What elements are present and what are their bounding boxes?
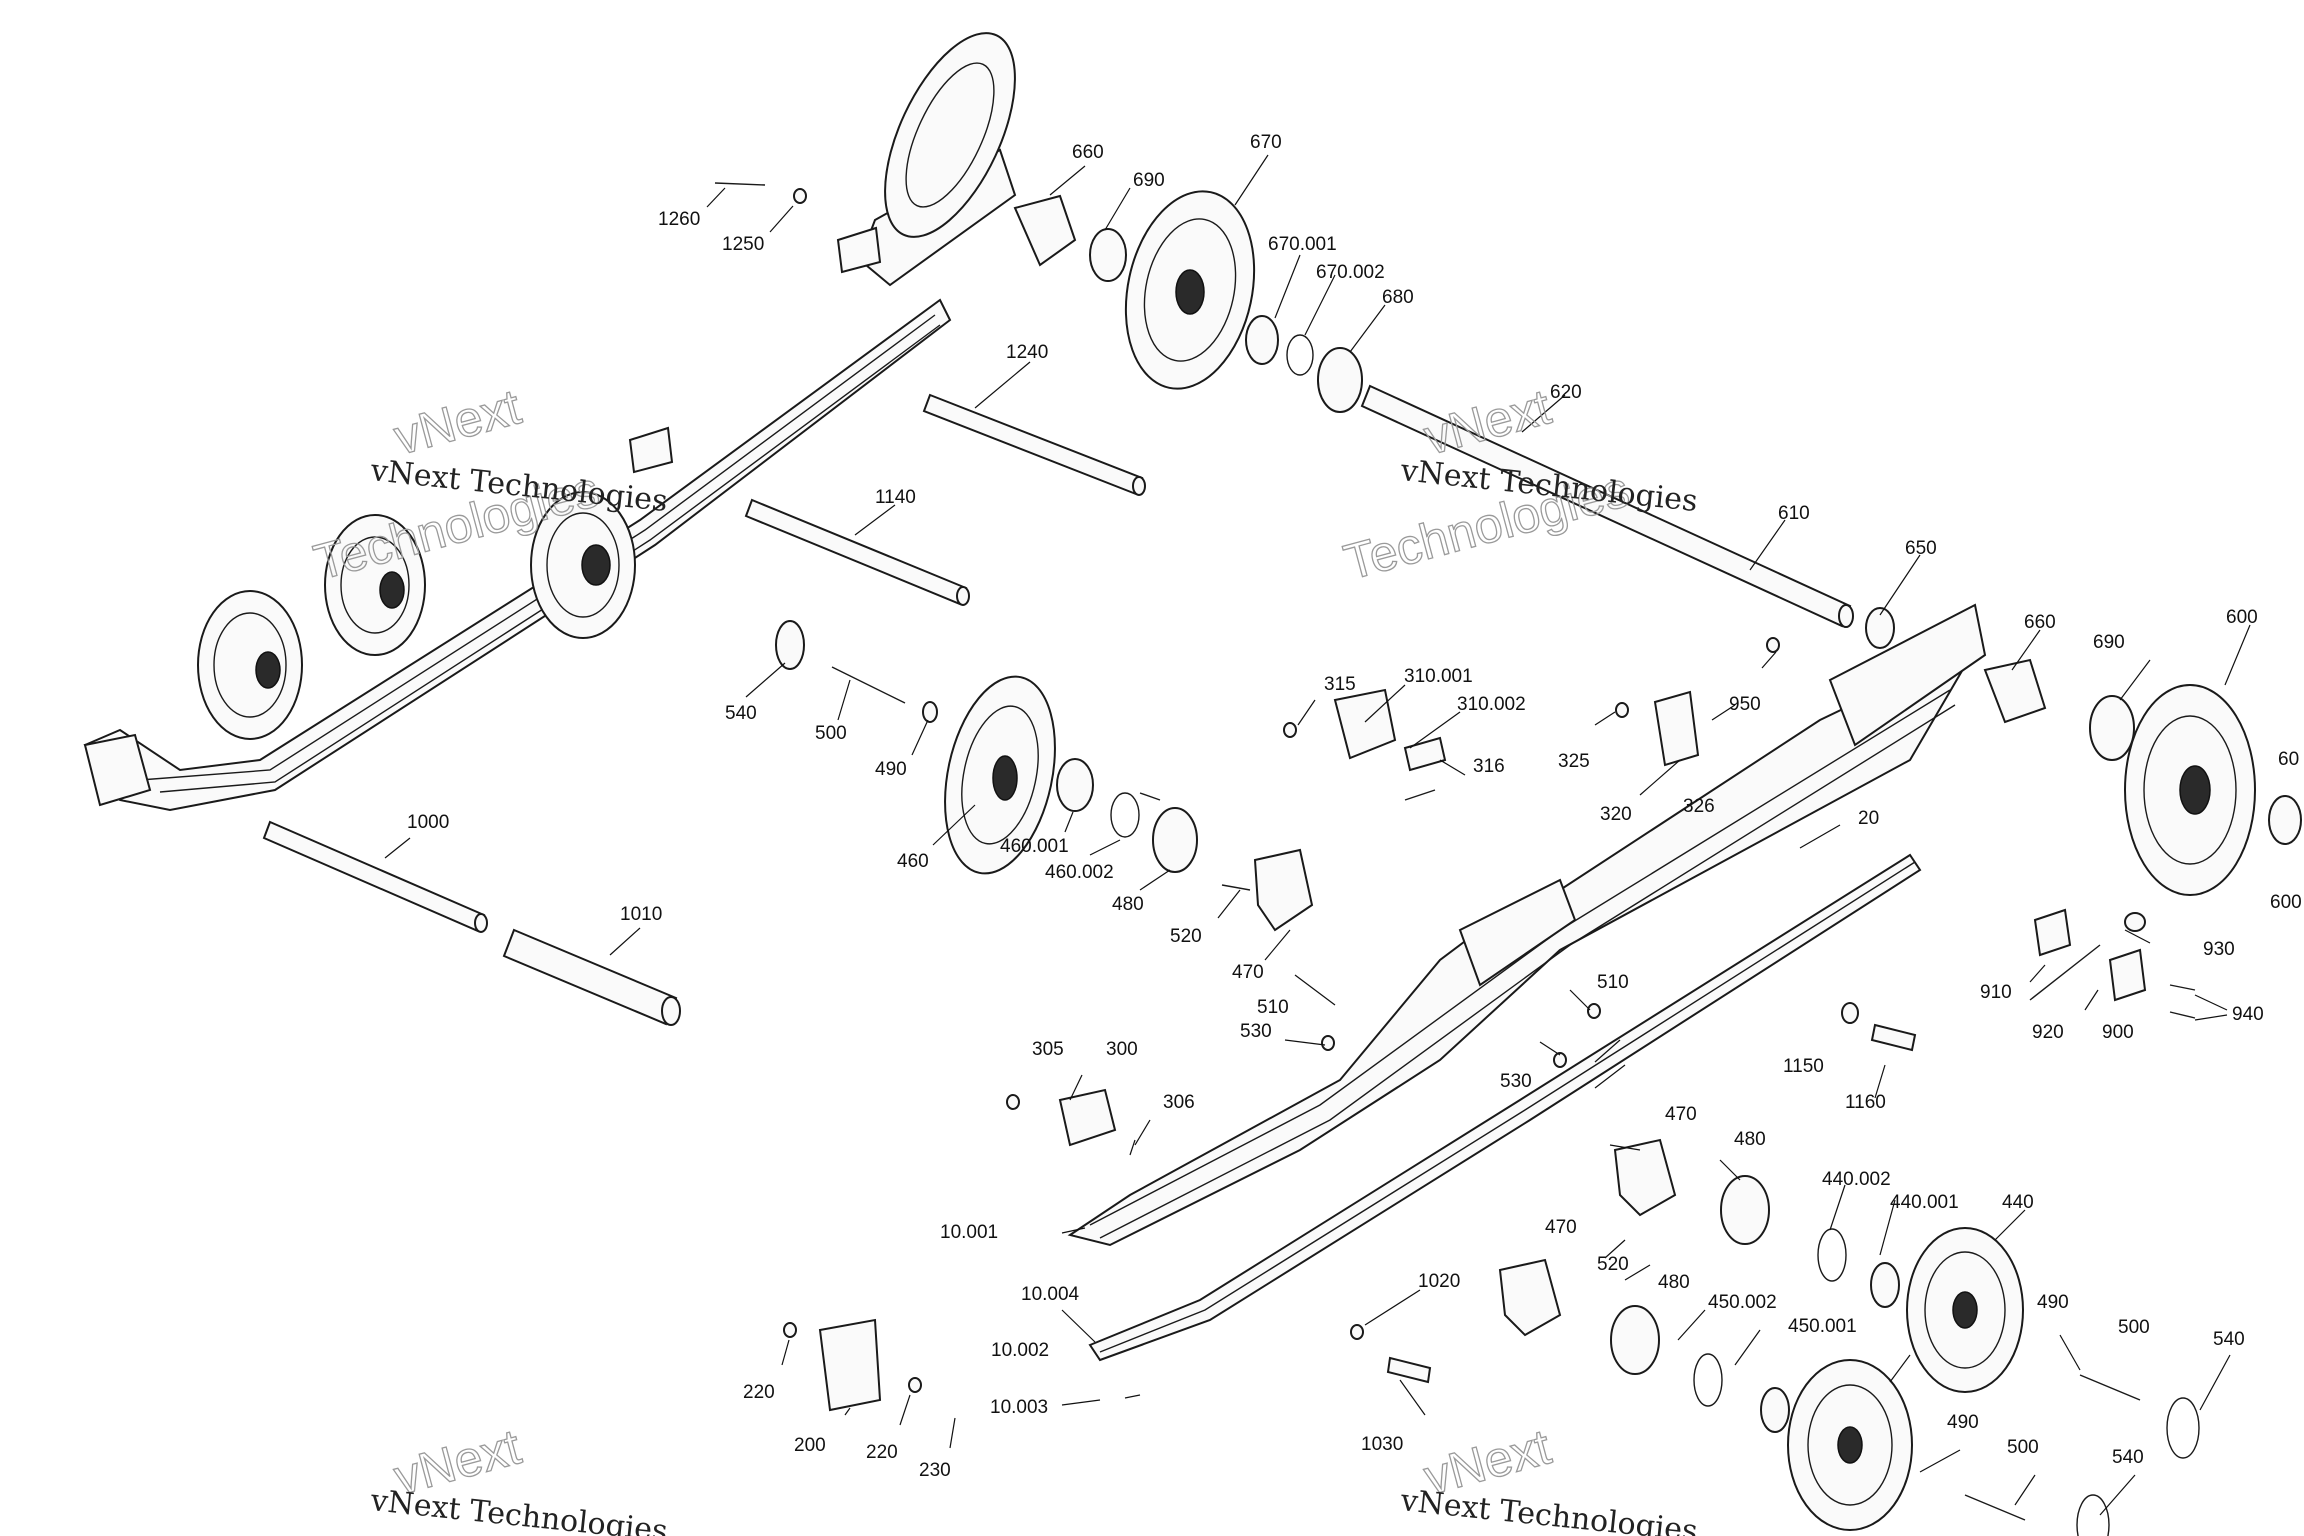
idler-wheels-lower: [1498, 1138, 2200, 1536]
leader-lines: [384, 154, 2251, 1516]
callout-690: 690: [2093, 632, 2125, 653]
callout-490: 490: [2037, 1292, 2069, 1313]
callout-320: 320: [1600, 804, 1632, 825]
callout-1150: 1150: [1783, 1056, 1824, 1077]
callout-220: 220: [743, 1382, 775, 1403]
right-rail-assembly: [1067, 603, 1987, 1247]
callout-306: 306: [1163, 1092, 1195, 1113]
callout-660: 660: [2024, 612, 2056, 633]
callout-220: 220: [866, 1442, 898, 1463]
callout-230: 230: [919, 1460, 951, 1481]
callout-440-002: 440.002: [1822, 1169, 1891, 1190]
callout-610: 610: [1778, 503, 1810, 524]
callout-900: 900: [2102, 1022, 2134, 1043]
callout-620: 620: [1550, 382, 1582, 403]
callout-315: 315: [1324, 674, 1356, 695]
callout-660: 660: [1072, 142, 1104, 163]
watermark-text: vNext Technologies: [1398, 1483, 1699, 1536]
idler-wheel-460: [775, 620, 1314, 932]
callout-10-003: 10.003: [990, 1397, 1048, 1418]
callout-600: 600: [2270, 892, 2302, 913]
callout-510: 510: [1257, 997, 1289, 1018]
callout-325: 325: [1558, 751, 1590, 772]
callout-1010: 1010: [620, 904, 662, 925]
callout-950: 950: [1729, 694, 1761, 715]
callout-1020: 1020: [1418, 1271, 1460, 1292]
callout-540: 540: [2112, 1447, 2144, 1468]
callout-305: 305: [1032, 1039, 1064, 1060]
callout-1140: 1140: [875, 487, 916, 508]
callout-10-001: 10.001: [940, 1222, 998, 1243]
callout-460-001: 460.001: [1000, 836, 1069, 857]
callout-690: 690: [1133, 170, 1165, 191]
callout-310-002: 310.002: [1457, 694, 1526, 715]
callout-910: 910: [1980, 982, 2012, 1003]
callout-470: 470: [1545, 1217, 1577, 1238]
callout-540: 540: [2213, 1329, 2245, 1350]
callout-1000: 1000: [407, 812, 449, 833]
callout-600: 600: [2226, 607, 2258, 628]
callout-480: 480: [1658, 1272, 1690, 1293]
watermark-text: vNext Technologies: [368, 1483, 669, 1536]
callout-labels: 1260 1250 660 690 670 670.001 670.002 68…: [407, 132, 2302, 1481]
callout-1250: 1250: [722, 234, 764, 255]
callout-10-004: 10.004: [1021, 1284, 1080, 1305]
callout-1240: 1240: [1006, 342, 1048, 363]
callout-1030: 1030: [1361, 1434, 1403, 1455]
callout-520: 520: [1597, 1254, 1629, 1275]
callout-920: 920: [2032, 1022, 2064, 1043]
callout-650: 650: [1905, 538, 1937, 559]
callout-670-001: 670.001: [1268, 234, 1337, 255]
callout-450-001: 450.001: [1788, 1316, 1857, 1337]
callout-940: 940: [2232, 1004, 2264, 1025]
callout-480: 480: [1734, 1129, 1766, 1150]
callout-1160: 1160: [1845, 1092, 1886, 1113]
callout-540: 540: [725, 703, 757, 724]
callout-490: 490: [875, 759, 907, 780]
idler-wheel-600: [1865, 607, 2302, 896]
callout-670: 670: [1250, 132, 1282, 153]
shafts: [262, 384, 1854, 1026]
callout-500: 500: [2007, 1437, 2039, 1458]
callout-530: 530: [1240, 1021, 1272, 1042]
callout-10-002: 10.002: [991, 1340, 1049, 1361]
slide-rail: [1088, 853, 1922, 1362]
callout-60: 60: [2278, 749, 2299, 770]
callout-490: 490: [1947, 1412, 1979, 1433]
callout-316: 316: [1473, 756, 1505, 777]
callout-440: 440: [2002, 1192, 2034, 1213]
callout-460-002: 460.002: [1045, 862, 1114, 883]
callout-310-001: 310.001: [1404, 666, 1473, 687]
callout-480: 480: [1112, 894, 1144, 915]
callout-520: 520: [1170, 926, 1202, 947]
callout-200: 200: [794, 1435, 826, 1456]
left-rail-assembly: [83, 32, 1017, 812]
watermark-vnext: vNext: [388, 378, 526, 465]
callout-1260: 1260: [658, 209, 700, 230]
callout-500: 500: [815, 723, 847, 744]
hardware-small: [714, 182, 2196, 1412]
idler-wheel-670: [1013, 190, 1363, 413]
callout-470: 470: [1232, 962, 1264, 983]
callout-530: 530: [1500, 1071, 1532, 1092]
callout-460: 460: [897, 851, 929, 872]
callout-670-002: 670.002: [1316, 262, 1385, 283]
callout-930: 930: [2203, 939, 2235, 960]
callout-326: 326: [1683, 796, 1715, 817]
callout-510: 510: [1597, 972, 1629, 993]
callout-450-002: 450.002: [1708, 1292, 1777, 1313]
callout-300: 300: [1106, 1039, 1138, 1060]
callout-440-001: 440.001: [1890, 1192, 1959, 1213]
callout-500: 500: [2118, 1317, 2150, 1338]
callout-680: 680: [1382, 287, 1414, 308]
callout-20: 20: [1858, 808, 1879, 829]
callout-470: 470: [1665, 1104, 1697, 1125]
